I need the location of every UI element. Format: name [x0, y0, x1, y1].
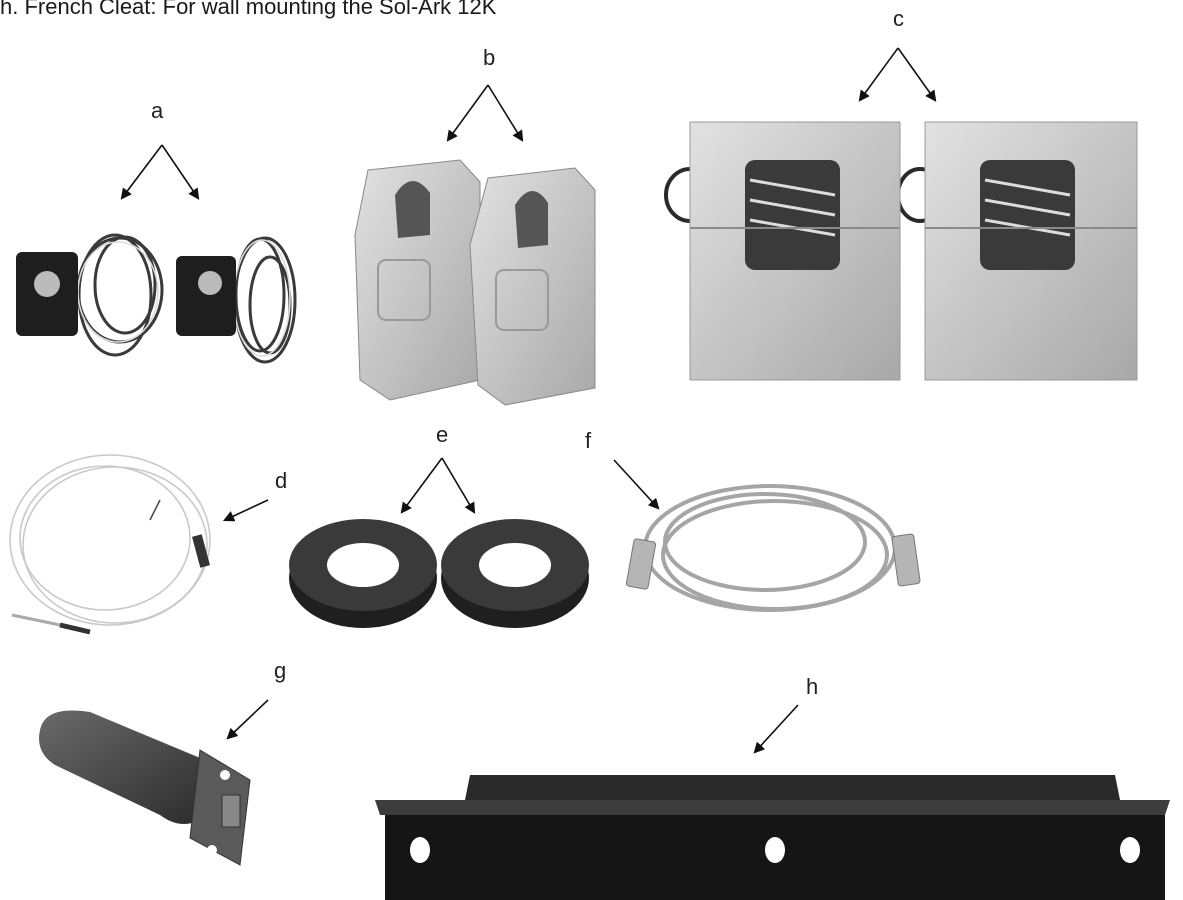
- item-g-wifi-dongle: [39, 699, 269, 866]
- arrow-d: [222, 499, 269, 522]
- arrow-e-right: [441, 457, 476, 514]
- item-e-ferrite-rings: [289, 457, 589, 628]
- dongle-body: [39, 710, 219, 824]
- label-c: c: [893, 6, 904, 31]
- ct-a-right-body: [176, 256, 236, 336]
- item-b-medium-ct-pair: [354, 84, 596, 406]
- arrow-b-right: [487, 84, 524, 142]
- arrow-a-right: [161, 144, 200, 200]
- label-d: d: [275, 468, 288, 493]
- cleat-hole-left: [410, 837, 430, 863]
- ct-b-left-body: [354, 159, 481, 401]
- label-e: e: [436, 422, 449, 447]
- item-d-temperature-sensor: [9, 454, 269, 635]
- ct-b-right-body: [469, 167, 596, 406]
- section-heading: h. French Cleat: For wall mounting the S…: [0, 0, 497, 19]
- item-f-ethernet-cable: [613, 459, 921, 612]
- item-c-large-ct-pair: [664, 47, 1138, 381]
- cleat-hole-right: [1120, 837, 1140, 863]
- label-f: f: [585, 428, 592, 453]
- item-a-small-ct-pair: [16, 144, 297, 364]
- item-h-french-cleat: [375, 704, 1170, 900]
- arrow-b-left: [446, 84, 489, 142]
- arrow-c-left: [858, 47, 899, 102]
- arrow-c-right: [897, 47, 937, 102]
- arrow-a-left: [120, 144, 163, 200]
- label-g: g: [274, 658, 287, 683]
- label-b: b: [483, 45, 496, 70]
- label-a: a: [151, 98, 164, 123]
- arrow-f: [613, 459, 660, 510]
- cleat-hole-center: [765, 837, 785, 863]
- arrow-g: [226, 699, 269, 740]
- arrow-e-left: [400, 457, 443, 514]
- arrow-h: [753, 704, 799, 754]
- label-h: h: [806, 674, 819, 699]
